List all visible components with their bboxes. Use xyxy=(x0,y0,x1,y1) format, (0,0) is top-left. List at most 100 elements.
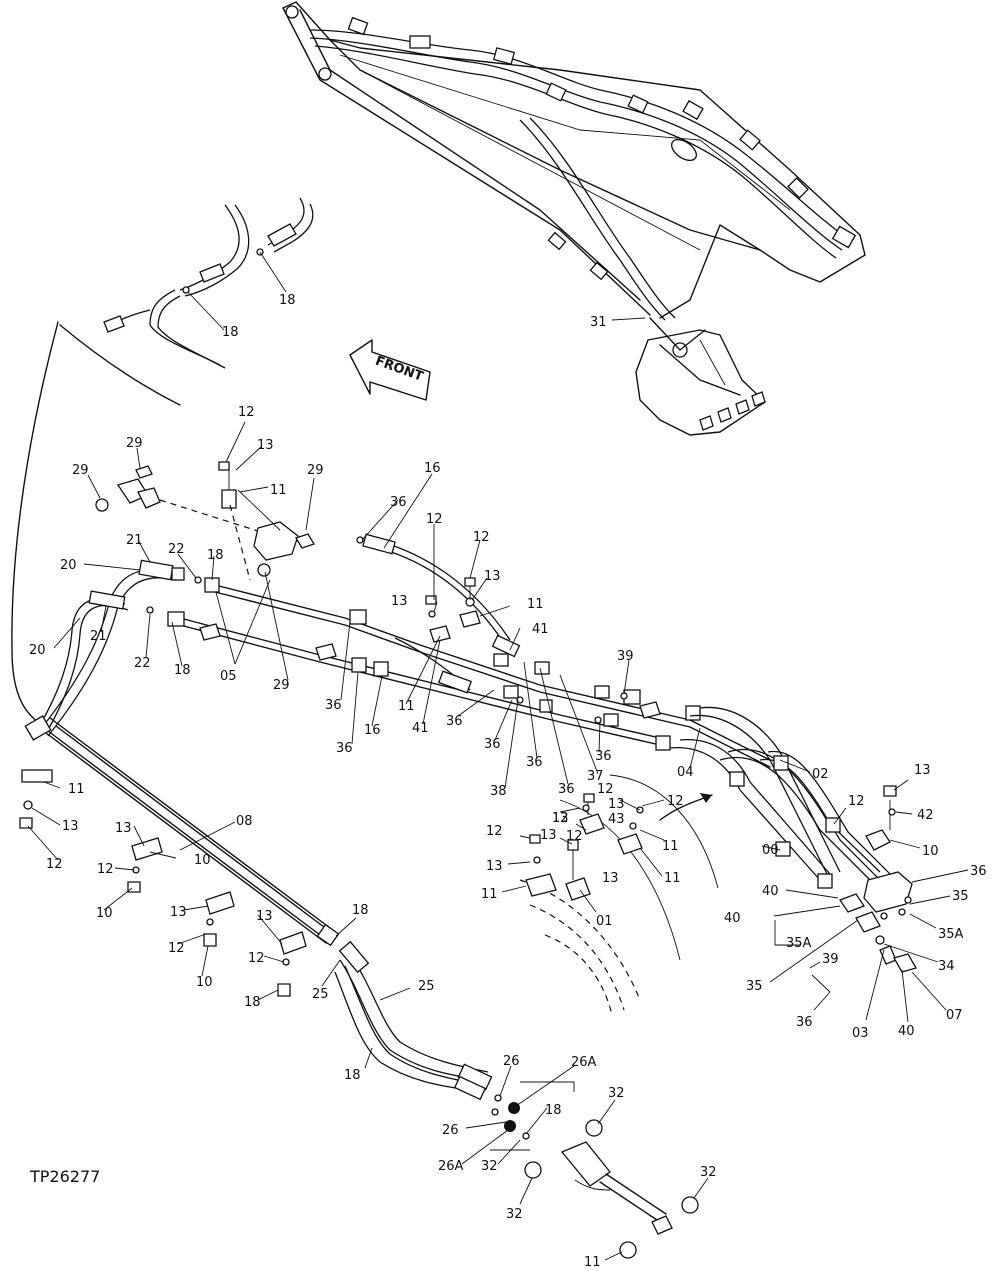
part-callouts: 18 18 31 12 13 11 29 29 29 16 36 21 22 1… xyxy=(29,293,987,1270)
callout: 10 xyxy=(194,853,211,868)
frame-clamps xyxy=(525,793,644,901)
callout: 36 xyxy=(970,864,987,879)
callout: 41 xyxy=(412,721,429,736)
leader-lines xyxy=(27,251,969,1261)
callout: 40 xyxy=(724,911,741,926)
callout: 18 xyxy=(222,325,239,340)
callout: 11 xyxy=(68,782,85,797)
callout: 29 xyxy=(126,436,143,451)
callout: 12 xyxy=(426,512,443,527)
callout: 13 xyxy=(486,859,503,874)
callout: 07 xyxy=(946,1008,963,1023)
callout: 32 xyxy=(608,1086,625,1101)
callout: 31 xyxy=(590,315,607,330)
callout: 11 xyxy=(662,839,679,854)
callout: 12 xyxy=(486,824,503,839)
callout: 43 xyxy=(608,812,625,827)
callout: 12 xyxy=(552,811,569,826)
callout: 16 xyxy=(364,723,381,738)
callout: 04 xyxy=(677,765,694,780)
callout: 05 xyxy=(220,669,237,684)
callout: 16 xyxy=(424,461,441,476)
callout: 13 xyxy=(257,438,274,453)
callout: 32 xyxy=(700,1165,717,1180)
upper-left-hose-group xyxy=(11,197,314,723)
callout: 22 xyxy=(134,656,151,671)
callout: 29 xyxy=(307,463,324,478)
callout: 11 xyxy=(398,699,415,714)
callout: 25 xyxy=(418,979,435,994)
callout: 20 xyxy=(60,558,77,573)
callout: 12 xyxy=(667,794,684,809)
callout: 13 xyxy=(914,763,931,778)
callout: 02 xyxy=(812,767,829,782)
callout: 32 xyxy=(481,1159,498,1174)
callout: 10 xyxy=(922,844,939,859)
figure-reference: TP26277 xyxy=(29,1167,100,1186)
callout: 26 xyxy=(442,1123,459,1138)
callout: 35 xyxy=(746,979,763,994)
callout: 18 xyxy=(352,903,369,918)
callout: 36 xyxy=(558,782,575,797)
callout: 18 xyxy=(545,1103,562,1118)
callout: 10 xyxy=(96,906,113,921)
callout: 35A xyxy=(786,936,812,951)
callout: 18 xyxy=(207,548,224,563)
callout: 36 xyxy=(595,749,612,764)
pilot-block-group xyxy=(95,461,315,581)
callout: 13 xyxy=(62,819,79,834)
callout: 12 xyxy=(248,951,265,966)
callout: 37 xyxy=(587,769,604,784)
callout: 42 xyxy=(917,808,934,823)
callout: 03 xyxy=(852,1026,869,1041)
callout: 13 xyxy=(540,828,557,843)
callout: 26A xyxy=(571,1055,597,1070)
callout: 13 xyxy=(115,821,132,836)
callout: 25 xyxy=(312,987,329,1002)
callout: 11 xyxy=(481,887,498,902)
callout: 12 xyxy=(566,829,583,844)
callout: 20 xyxy=(29,643,46,658)
callout: 13 xyxy=(608,797,625,812)
right-valve-fittings xyxy=(839,785,917,973)
callout: 13 xyxy=(256,909,273,924)
callout: 40 xyxy=(898,1024,915,1039)
callout: 12 xyxy=(97,862,114,877)
lower-tube-assembly xyxy=(19,715,340,997)
callout: 29 xyxy=(273,678,290,693)
callout: 08 xyxy=(236,814,253,829)
lower-hose-assembly xyxy=(334,940,699,1259)
callout: 13 xyxy=(602,871,619,886)
callout: 36 xyxy=(484,737,501,752)
callout: 21 xyxy=(90,629,107,644)
callout: 36 xyxy=(446,714,463,729)
callout: 18 xyxy=(344,1068,361,1083)
callout: 29 xyxy=(72,463,89,478)
callout: 10 xyxy=(196,975,213,990)
callout: 13 xyxy=(484,569,501,584)
callout: 18 xyxy=(244,995,261,1010)
front-direction-arrow: FRONT xyxy=(349,339,431,401)
middle-hose-bundle xyxy=(39,533,899,1016)
callout: 22 xyxy=(168,542,185,557)
boom-arm-assembly xyxy=(282,1,866,436)
callout: 12 xyxy=(238,405,255,420)
front-label: FRONT xyxy=(373,354,425,385)
callout: 13 xyxy=(391,594,408,609)
callout: 13 xyxy=(170,905,187,920)
callout: 39 xyxy=(822,952,839,967)
callout: 38 xyxy=(490,784,507,799)
callout: 26 xyxy=(503,1054,520,1069)
callout: 18 xyxy=(279,293,296,308)
callout: 39 xyxy=(617,649,634,664)
callout: 36 xyxy=(796,1015,813,1030)
callout: 12 xyxy=(46,857,63,872)
callout: 26A xyxy=(438,1159,464,1174)
callout: 32 xyxy=(506,1207,523,1222)
callout: 36 xyxy=(336,741,353,756)
callout: 40 xyxy=(762,884,779,899)
callout: 11 xyxy=(270,483,287,498)
callout: 11 xyxy=(584,1255,601,1270)
callout: 12 xyxy=(848,794,865,809)
